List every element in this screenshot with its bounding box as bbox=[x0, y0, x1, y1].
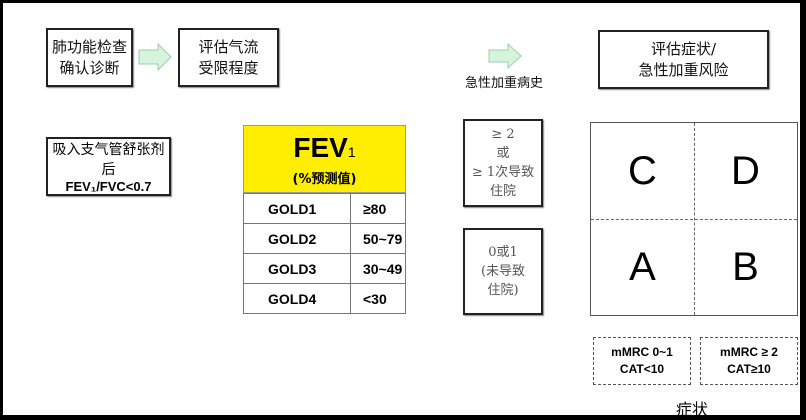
step-text: 急性加重风险 bbox=[638, 60, 729, 79]
table-row: GOLD4<30 bbox=[243, 283, 406, 314]
step-text: 受限程度 bbox=[198, 58, 259, 77]
exacerbation-high-box: ≥ 2 或 ≥ 1次导致 住院 bbox=[463, 119, 543, 207]
symptom-text: mMRC ≥ 2 bbox=[720, 345, 778, 359]
grade-cell: GOLD2 bbox=[243, 223, 351, 254]
fev-subtitle: (%预测值) bbox=[292, 171, 357, 187]
symptoms-low-box: mMRC 0~1 CAT<10 bbox=[593, 337, 691, 385]
symptom-text: CAT<10 bbox=[619, 362, 665, 376]
step-text: 肺功能检查 bbox=[51, 37, 127, 56]
value-cell: <30 bbox=[350, 283, 406, 314]
exacerbation-text: 0或1 bbox=[488, 245, 518, 260]
criteria-ratio: FEV₁/FVC<0.7 bbox=[65, 179, 152, 194]
exacerbation-text: 或 bbox=[496, 146, 510, 161]
step-text: 确认诊断 bbox=[59, 58, 120, 77]
symptoms-high-box: mMRC ≥ 2 CAT≥10 bbox=[700, 337, 798, 385]
exacerbation-low-box: 0或1 (未导致 住院) bbox=[463, 228, 543, 315]
value-cell: 30~49 bbox=[350, 253, 406, 284]
step-text: 评估症状/ bbox=[650, 39, 717, 58]
exacerbation-text: ≥ 2 bbox=[491, 127, 515, 142]
group-a: A bbox=[629, 244, 656, 289]
arrow-right-icon bbox=[138, 43, 172, 71]
abcd-grid: C D A B bbox=[590, 122, 798, 316]
group-c: C bbox=[628, 148, 657, 193]
step-text: 评估气流 bbox=[198, 37, 259, 56]
symptom-text: mMRC 0~1 bbox=[611, 345, 673, 359]
grade-cell: GOLD4 bbox=[243, 283, 351, 314]
criteria-box: 吸入支气管舒张剂后 FEV₁/FVC<0.7 bbox=[46, 137, 171, 196]
value-cell: ≥80 bbox=[350, 193, 406, 224]
table-row: GOLD1≥80 bbox=[243, 193, 406, 224]
arrow-label: 急性加重病史 bbox=[465, 76, 544, 91]
grid-divider-horizontal bbox=[591, 219, 797, 220]
group-b: B bbox=[732, 244, 759, 289]
exacerbation-text: 住院) bbox=[487, 283, 519, 298]
exacerbation-text: (未导致 bbox=[480, 264, 526, 279]
value-cell: 50~79 bbox=[350, 223, 406, 254]
fev-title: FEV1 bbox=[293, 131, 356, 163]
arrow-right-icon bbox=[488, 43, 522, 69]
step-spirometry-box: 肺功能检查 确认诊断 bbox=[46, 28, 133, 87]
exacerbation-text: 住院 bbox=[489, 184, 516, 199]
group-d: D bbox=[731, 148, 760, 193]
symptoms-axis-label: 症状 bbox=[676, 400, 709, 419]
fev-header: FEV1 (%预测值) bbox=[243, 125, 406, 193]
step-risk-box: 评估症状/ 急性加重风险 bbox=[598, 30, 769, 89]
criteria-text: 吸入支气管舒张剂后 bbox=[52, 142, 165, 178]
symptom-text: CAT≥10 bbox=[727, 362, 771, 376]
step-airflow-box: 评估气流 受限程度 bbox=[178, 28, 279, 87]
exacerbation-text: ≥ 1次导致 bbox=[471, 165, 535, 180]
grade-cell: GOLD3 bbox=[243, 253, 351, 284]
grade-cell: GOLD1 bbox=[243, 193, 351, 224]
